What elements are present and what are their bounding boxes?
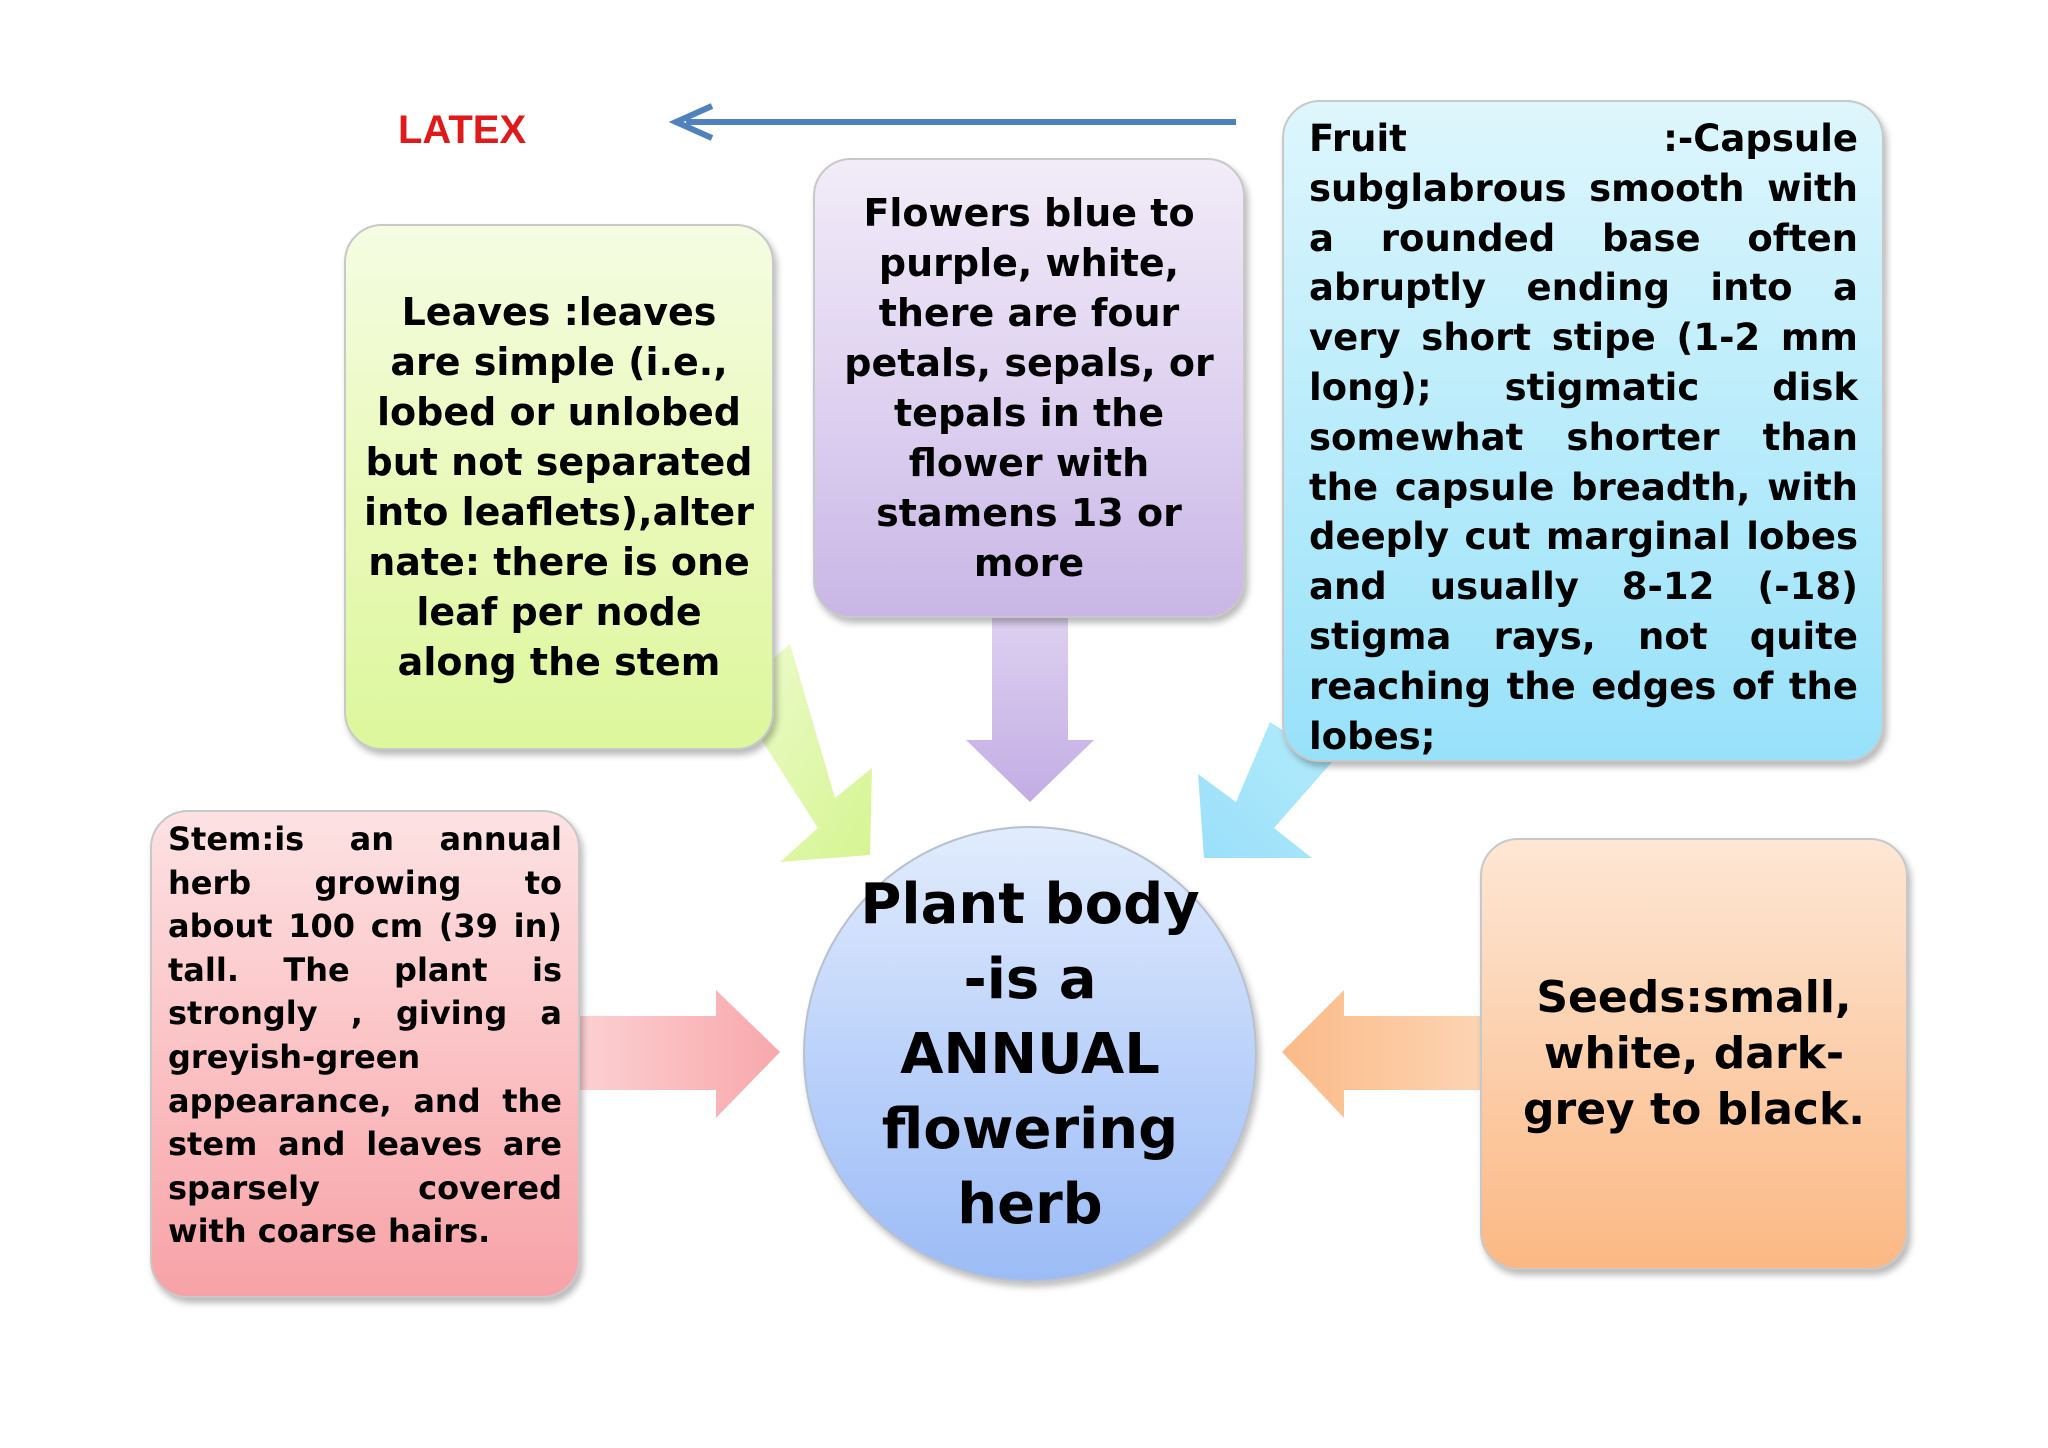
plant-body-circle: Plant body -is a ANNUAL flowering herb [803,826,1257,1282]
flowers-arrow [966,618,1094,802]
fruit-text: Fruit :-Capsule subglabrous smooth with … [1309,117,1858,758]
leaves-text: Leaves :leaves are simple (i.e., lobed o… [364,290,754,684]
flowers-box: Flowers blue to purple, white, there are… [813,158,1245,618]
stem-arrow [580,990,780,1118]
flowers-text: Flowers blue to purple, white, there are… [844,191,1214,585]
leaves-box: Leaves :leaves are simple (i.e., lobed o… [344,224,774,750]
seeds-box: Seeds:small, white, dark-grey to black. [1480,838,1908,1270]
fruit-box: Fruit :-Capsule subglabrous smooth with … [1282,100,1884,762]
seeds-arrow [1282,990,1480,1118]
plant-body-text: Plant body -is a ANNUAL flowering herb [860,871,1200,1237]
seeds-text: Seeds:small, white, dark-grey to black. [1523,972,1865,1135]
fruit-arrow [1198,722,1332,858]
stem-box: Stem:is an annual herb growing to about … [150,810,580,1298]
stem-text: Stem:is an annual herb growing to about … [168,820,562,1251]
latex-label: LATEX [398,108,527,152]
latex-arrow-head [668,103,714,141]
